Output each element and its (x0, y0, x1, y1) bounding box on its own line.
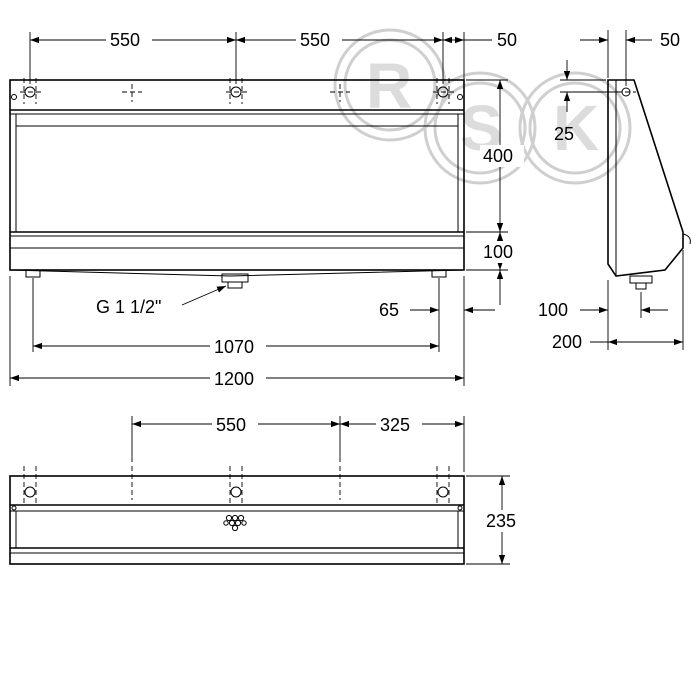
side-body-outline (607, 79, 684, 277)
top-dim-depth: 235 (486, 511, 516, 531)
mounting-holes (11, 78, 463, 104)
top-dim-spacing: 550 (216, 415, 246, 435)
watermark-letter-k: K (553, 92, 599, 164)
left-foot (25, 269, 41, 278)
top-dim-right: 325 (380, 415, 410, 435)
top-body-outline (9, 475, 465, 565)
side-dim-outlet: 100 (538, 300, 568, 320)
top-view: 550 325 235 (9, 414, 526, 565)
front-view: 550 550 50 400 100 65 1070 1200 G 1 1/2" (9, 28, 524, 390)
top-hole-icon (437, 486, 449, 498)
outlet-thread-label: G 1 1/2" (96, 297, 161, 317)
side-view: 50 25 100 200 (538, 30, 691, 352)
top-hole-icon (24, 486, 36, 498)
dim-overall-width: 1200 (214, 369, 254, 389)
dim-inner-width: 1070 (214, 337, 254, 357)
watermark-letter-r: R (366, 50, 412, 122)
side-dim-top: 50 (660, 30, 680, 50)
side-dim-hole-offset: 25 (554, 124, 574, 144)
dim-outlet-offset: 65 (379, 300, 399, 320)
side-dim-depth: 200 (552, 332, 582, 352)
drain-grate-icon (223, 514, 247, 532)
dim-top-right: 50 (497, 30, 517, 50)
top-hole-icon (230, 486, 242, 498)
right-foot (431, 269, 447, 278)
front-body-outline (9, 79, 465, 271)
dim-height-main: 400 (483, 146, 513, 166)
dim-top-left: 550 (110, 30, 140, 50)
dim-top-mid: 550 (300, 30, 330, 50)
dim-height-lower: 100 (483, 242, 513, 262)
